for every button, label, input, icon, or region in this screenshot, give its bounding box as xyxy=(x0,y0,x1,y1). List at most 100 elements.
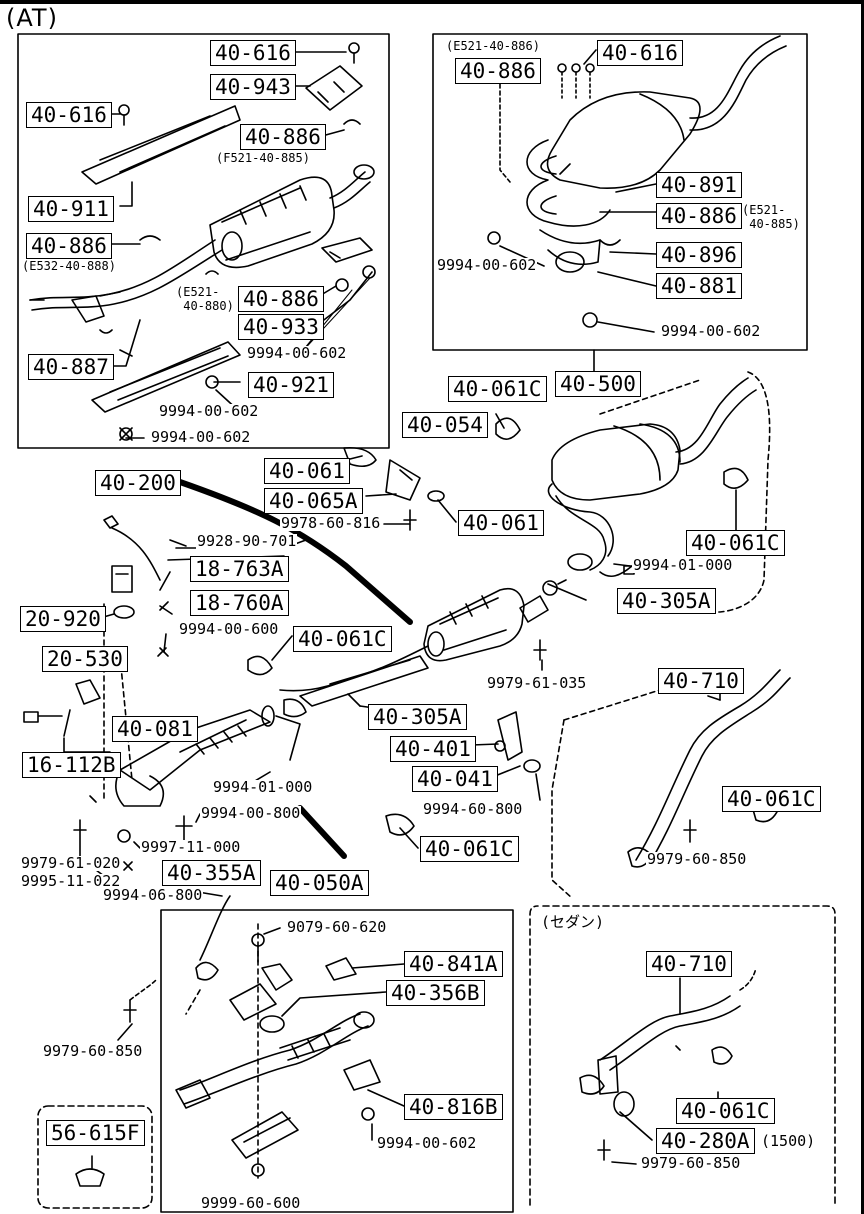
part-label-40-081: 40-081 xyxy=(112,716,198,742)
hardware-label: 9994-60-800 xyxy=(422,800,524,818)
part-label-40-061: 40-061 xyxy=(264,458,350,484)
part-label-56-615f: 56-615F xyxy=(46,1120,145,1146)
main-converter xyxy=(423,587,525,662)
part-label-40-061c: 40-061C xyxy=(420,836,519,862)
part-label-40-887: 40-887 xyxy=(28,354,114,380)
main-tailpipe xyxy=(675,377,757,465)
hardware-label: 9994-06-800 xyxy=(102,886,204,904)
part-label-40-921: 40-921 xyxy=(248,372,334,398)
hardware-label: 9994-00-602 xyxy=(376,1134,478,1152)
part-label-18-763a: 18-763A xyxy=(190,556,289,582)
part-label-40-061c: 40-061C xyxy=(448,376,547,402)
part-label-40-356b: 40-356B xyxy=(386,980,485,1006)
part-label-40-280a: 40-280A xyxy=(656,1128,755,1154)
part-label-40-886: 40-886 xyxy=(455,58,541,84)
inset-frame-upper-right xyxy=(432,33,808,351)
hardware-label: 9994-00-602 xyxy=(660,322,762,340)
hardware-label: 9978-60-816 xyxy=(280,514,382,532)
ul-converter xyxy=(209,176,335,269)
part-label-40-065a: 40-065A xyxy=(264,488,363,514)
ur-tailpipe xyxy=(689,35,787,131)
inset-frame-upper-left xyxy=(17,33,390,449)
inset-frame-56-615f xyxy=(37,1105,153,1209)
part-label-40-061c: 40-061C xyxy=(686,530,785,556)
ul-heat-shield-bottom xyxy=(91,341,241,413)
sedan-label: (セダン) xyxy=(540,913,606,931)
part-label-40-616: 40-616 xyxy=(597,40,683,66)
part-label-40-061c: 40-061C xyxy=(293,626,392,652)
sedan-pipe-710 xyxy=(599,995,741,1071)
part-label-16-112b: 16-112B xyxy=(22,752,121,778)
ref-note: (E532-40-888) xyxy=(22,259,116,273)
part-label-40-886: 40-886 xyxy=(240,124,326,150)
part-label-40-050a: 40-050A xyxy=(270,870,369,896)
part-label-40-305a: 40-305A xyxy=(617,588,716,614)
main-thick-leader-2 xyxy=(297,805,347,859)
part-label-20-530: 20-530 xyxy=(42,646,128,672)
hardware-label: 9994-00-602 xyxy=(436,256,538,274)
mid-right-pipe-710 xyxy=(635,669,791,867)
diagram-title: (AT) xyxy=(6,4,58,32)
part-label-40-616: 40-616 xyxy=(210,40,296,66)
hardware-label: 9979-61-020 xyxy=(20,854,122,872)
model-code-label: (1500) xyxy=(760,1132,817,1150)
hardware-label: 9994-00-602 xyxy=(246,344,348,362)
part-label-40-816b: 40-816B xyxy=(404,1094,503,1120)
part-label-40-896: 40-896 xyxy=(656,242,742,268)
hardware-label: 9994-00-602 xyxy=(158,402,260,420)
part-label-40-054: 40-054 xyxy=(402,412,488,438)
part-label-40-891: 40-891 xyxy=(656,172,742,198)
inset-frame-bottom-center xyxy=(160,909,514,1213)
part-label-40-710: 40-710 xyxy=(658,668,744,694)
part-label-40-943: 40-943 xyxy=(210,74,296,100)
part-label-18-760a: 18-760A xyxy=(190,590,289,616)
part-label-40-841a: 40-841A xyxy=(404,951,503,977)
part-label-40-886: 40-886 xyxy=(26,233,112,259)
main-heat-shield xyxy=(299,655,429,707)
part-label-40-061: 40-061 xyxy=(458,510,544,536)
bc-front-pipe xyxy=(179,1013,369,1105)
hardware-label: 9079-60-620 xyxy=(286,918,388,936)
hardware-label: 9995-11-022 xyxy=(20,872,122,890)
part-56-615f xyxy=(75,1168,105,1187)
hardware-label: 9979-60-850 xyxy=(646,850,748,868)
part-label-20-920: 20-920 xyxy=(20,606,106,632)
hardware-label: 9994-00-800 xyxy=(200,804,302,822)
hardware-label: 9999-60-600 xyxy=(200,1194,302,1212)
ref-note: (E521- 40-880) xyxy=(176,285,234,313)
hardware-label: 9994-00-600 xyxy=(178,620,280,638)
part-label-40-401: 40-401 xyxy=(390,736,476,762)
top-border xyxy=(0,0,864,4)
part-label-40-616: 40-616 xyxy=(26,102,112,128)
part-label-40-886: 40-886 xyxy=(656,203,742,229)
ul-heat-shield-top xyxy=(81,105,241,185)
hardware-label: 9994-00-602 xyxy=(150,428,252,446)
part-label-40-305a: 40-305A xyxy=(368,704,467,730)
part-label-40-710: 40-710 xyxy=(646,951,732,977)
hardware-label: 9994-01-000 xyxy=(212,778,314,796)
part-label-40-061c: 40-061C xyxy=(722,786,821,812)
part-label-40-886: 40-886 xyxy=(238,286,324,312)
hardware-label: 9994-01-000 xyxy=(632,556,734,574)
part-label-40-355a: 40-355A xyxy=(162,860,261,886)
hardware-label: 9979-61-035 xyxy=(486,674,588,692)
hardware-label: 9979-60-850 xyxy=(42,1042,144,1060)
part-label-40-911: 40-911 xyxy=(28,196,114,222)
part-label-40-933: 40-933 xyxy=(238,314,324,340)
part-label-40-881: 40-881 xyxy=(656,273,742,299)
part-label-40-041: 40-041 xyxy=(412,766,498,792)
hardware-label: 9928-90-701 xyxy=(196,532,298,550)
part-label-40-200: 40-200 xyxy=(95,470,181,496)
ref-note: (E521- 40-885) xyxy=(742,203,800,231)
hardware-label: 9979-60-850 xyxy=(640,1154,742,1172)
inset-frame-sedan xyxy=(529,905,836,1206)
ref-note: (E521-40-886) xyxy=(446,39,540,53)
main-muffler xyxy=(551,423,681,501)
right-border xyxy=(861,0,864,1214)
part-label-40-061c: 40-061C xyxy=(676,1098,775,1124)
part-label-40-500: 40-500 xyxy=(555,371,641,397)
hardware-label: 9997-11-000 xyxy=(140,838,242,856)
ref-note: (F521-40-885) xyxy=(216,151,310,165)
